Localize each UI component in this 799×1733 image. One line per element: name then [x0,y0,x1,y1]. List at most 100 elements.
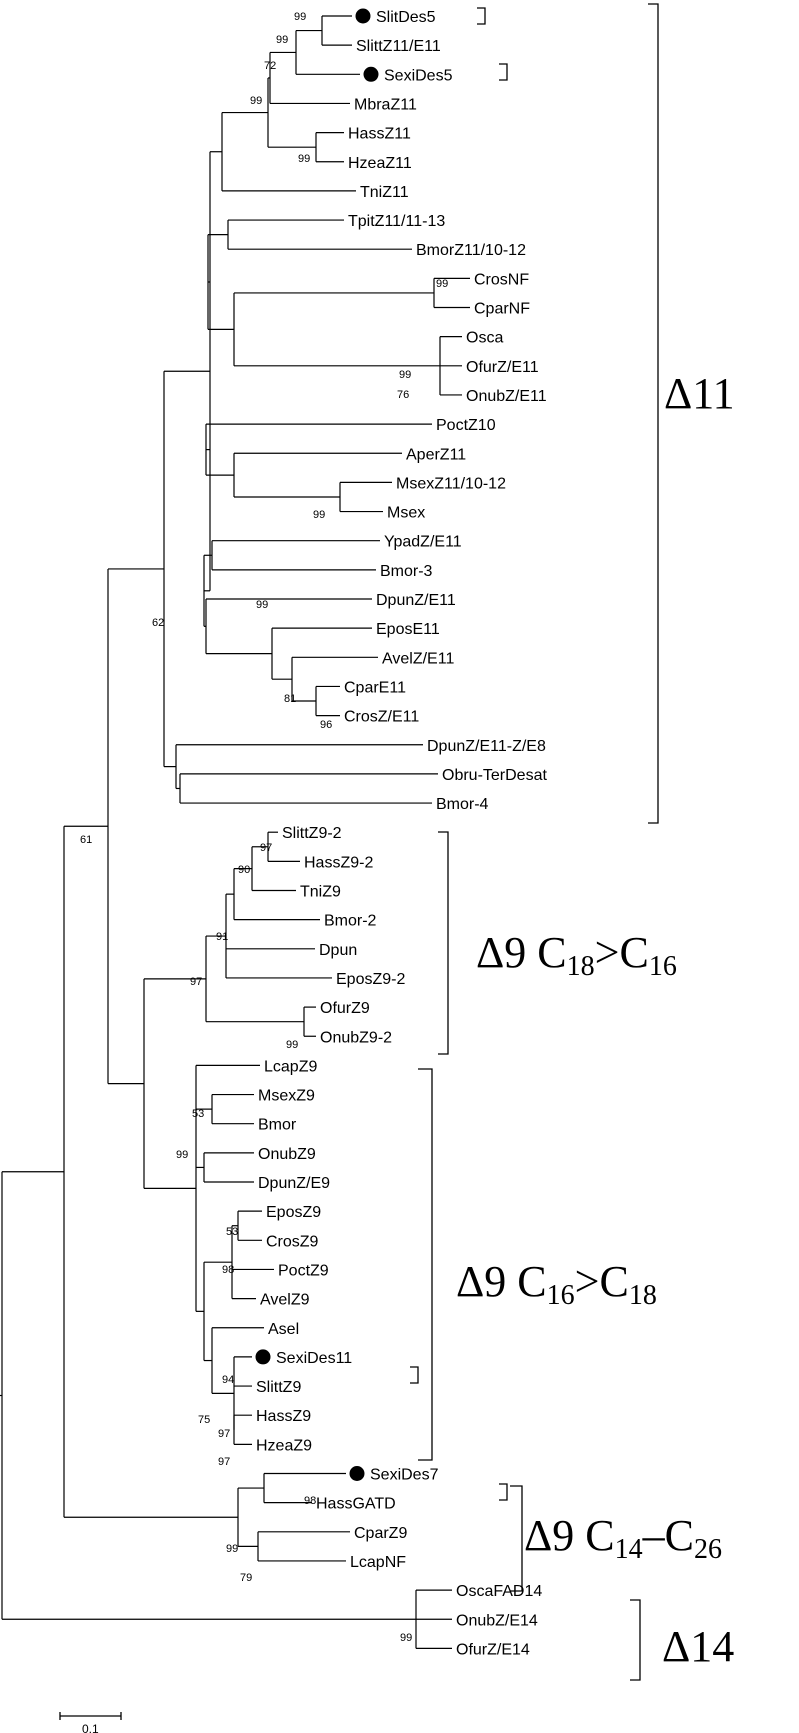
group-label-delta9-c16-c18: Δ9 C16>C18 [456,1257,657,1311]
group-label-delta9-c14-c26: Δ9 C14–C26 [524,1511,722,1565]
leaf-label: YpadZ/E11 [384,534,462,551]
bracket-delta9-c16-c18 [418,1068,433,1461]
group-label-delta11: Δ11 [664,369,735,418]
leaf-label: CrosNF [474,271,529,288]
leaf-bracket-sexides11 [410,1366,419,1384]
leaf-label: TniZ9 [300,884,341,901]
leaf-label: HassZ9-2 [304,854,373,871]
marker-dot-icon [355,8,371,24]
leaf-bracket-slitdes5 [477,7,486,25]
bracket-delta11 [648,3,659,824]
leaf-label: SlittZ9 [256,1379,301,1396]
bootstrap-value: 81 [284,693,296,705]
bootstrap-value: 75 [198,1414,210,1426]
bootstrap-value: 99 [250,95,262,107]
bootstrap-value: 99 [256,599,268,611]
bootstrap-value: 99 [399,369,411,381]
bootstrap-value: 97 [218,1428,230,1440]
leaf-label: SexiDes11 [276,1350,352,1367]
bootstrap-value: 98 [222,1264,234,1276]
bootstrap-value: 99 [436,278,448,290]
leaf-label: AperZ11 [406,446,466,463]
group-label-delta9-c18-c16: Δ9 C18>C16 [476,928,677,982]
marker-dot-icon [349,1466,365,1481]
leaf-label: HzeaZ11 [348,155,412,172]
leaf-label: SlittZ11/E11 [356,38,441,55]
leaf-label: Bmor-4 [436,796,489,813]
bootstrap-value: 53 [192,1108,204,1120]
leaf-label: Bmor [258,1117,297,1134]
bootstrap-value: 62 [152,617,164,629]
marker-dot-icon [363,66,379,82]
leaf-label: BmorZ11/10-12 [416,242,526,259]
leaf-label: Obru-TerDesat [442,767,547,784]
bootstrap-value: 90 [238,864,250,876]
leaf-label: HassGATD [316,1496,396,1513]
leaf-label: MsexZ9 [258,1088,315,1105]
leaf-labels: SlitDes5SlittZ11/E11SexiDes5MbraZ11HassZ… [255,8,547,1658]
leaf-label: CrosZ/E11 [344,709,419,726]
bootstrap-value: 97 [190,976,202,988]
leaf-label: AvelZ/E11 [382,650,454,667]
bootstrap-value: 98 [304,1495,316,1507]
tree-branches [0,15,470,1650]
leaf-label: CparE11 [344,679,406,696]
bootstrap-value: 91 [216,931,228,943]
bootstrap-value: 99 [226,1543,238,1555]
leaf-bracket-sexides5 [499,63,508,81]
leaf-label: CrosZ9 [266,1233,319,1250]
leaf-label: SlitDes5 [376,9,436,26]
bootstrap-value: 96 [320,719,332,731]
leaf-label: TniZ11 [360,184,409,201]
leaf-label: DpunZ/E11-Z/E8 [427,738,546,755]
leaf-label: LcapNF [350,1554,406,1571]
group-label-delta14: Δ14 [662,1622,734,1671]
leaf-label: OnubZ/E14 [456,1612,538,1629]
leaf-label: Bmor-2 [324,913,377,930]
leaf-label: SexiDes7 [370,1467,439,1484]
bootstrap-value: 99 [313,509,325,521]
bootstrap-value: 99 [400,1632,412,1644]
leaf-label: PoctZ10 [436,417,496,434]
leaf-label: EposZ9 [266,1204,321,1221]
leaf-label: MsexZ11/10-12 [396,475,506,492]
leaf-label: TpitZ11/11-13 [348,213,445,230]
leaf-label: CparZ9 [354,1525,407,1542]
leaf-label: DpunZ/E11 [376,592,456,609]
bootstrap-value: 61 [80,834,92,846]
leaf-label: MbraZ11 [354,96,417,113]
bootstrap-value: 97 [218,1456,230,1468]
leaf-label: PoctZ9 [278,1262,329,1279]
bootstrap-value: 99 [176,1149,188,1161]
bootstrap-value: 99 [276,34,288,46]
leaf-label: Asel [268,1321,299,1338]
leaf-label: OnubZ9 [258,1146,316,1163]
leaf-label: EposE11 [376,621,440,638]
marker-dot-icon [255,1349,271,1365]
leaf-label: SlittZ9-2 [282,825,342,842]
scale-bar [59,1712,122,1720]
leaf-label: OnubZ/E11 [466,388,547,405]
leaf-bracket-sexides7 [499,1483,508,1501]
bracket-delta14 [630,1599,641,1681]
leaf-label: HassZ11 [348,126,411,143]
leaf-label: CparNF [474,301,530,318]
bootstrap-value: 76 [397,389,409,401]
leaf-label: AvelZ9 [260,1292,310,1309]
leaf-label: LcapZ9 [264,1058,317,1075]
leaf-label: Osca [466,330,503,347]
bootstrap-value: 94 [222,1374,234,1386]
leaf-label: SexiDes5 [384,67,453,84]
scale-bar-label: 0.1 [82,1722,99,1733]
bootstrap-value: 53 [226,1226,238,1238]
leaf-label: EposZ9-2 [336,971,405,988]
leaf-label: OfurZ/E14 [456,1641,530,1658]
leaf-label: OscaFAD14 [456,1583,542,1600]
leaf-label: OfurZ9 [320,1000,370,1017]
bootstrap-value: 99 [298,153,310,165]
leaf-label: Bmor-3 [380,563,433,580]
bootstrap-value: 99 [294,11,306,23]
leaf-label: HzeaZ9 [256,1437,312,1454]
bracket-delta9-c14-c26 [510,1485,523,1592]
